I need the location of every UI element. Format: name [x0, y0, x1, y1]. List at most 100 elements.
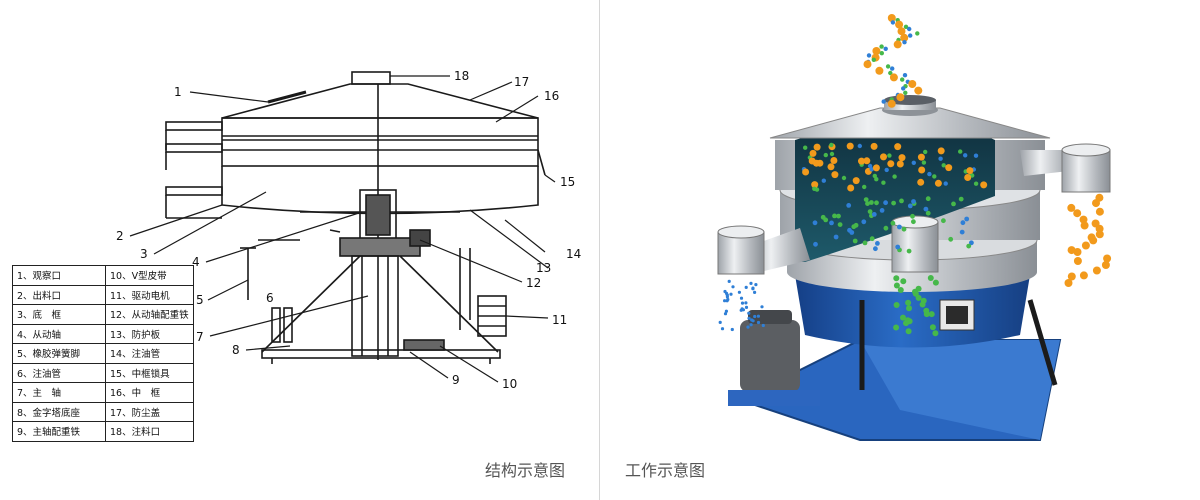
particle [938, 156, 943, 161]
particle [958, 196, 964, 202]
particle [903, 90, 908, 96]
particle [739, 308, 743, 312]
particle [756, 314, 760, 318]
particle [1092, 199, 1100, 208]
particle [966, 243, 972, 249]
particle [958, 149, 963, 154]
legend-cell: 11、驱动电机 [105, 284, 194, 305]
particle [829, 220, 834, 226]
callout-4: 4 [192, 255, 200, 269]
particle [1079, 271, 1088, 280]
particle [724, 309, 728, 313]
particle [879, 51, 884, 56]
particle [812, 186, 817, 191]
particle [872, 164, 880, 172]
callout-1: 1 [174, 85, 182, 99]
panel-divider [599, 0, 600, 500]
dust-cover [769, 107, 1051, 139]
legend-cell: 9、主轴配重铁 [12, 421, 106, 442]
particle [847, 184, 855, 192]
particle [723, 312, 728, 316]
particle [747, 316, 751, 320]
particle [739, 296, 744, 300]
callout-11: 11 [552, 313, 567, 327]
particle [872, 47, 881, 55]
particle [1095, 230, 1104, 239]
particle [893, 275, 900, 282]
particle [1095, 224, 1104, 233]
particle [1101, 261, 1110, 269]
feed-inlet [351, 71, 391, 85]
particle [901, 86, 906, 91]
particle [823, 217, 829, 223]
particle [863, 60, 872, 69]
particle [887, 160, 895, 168]
particle [831, 171, 839, 179]
particle [1064, 279, 1073, 287]
particle [893, 40, 902, 49]
particle [813, 143, 821, 151]
legend-cell: 8、金字塔底座 [12, 401, 106, 422]
callout-6: 6 [266, 291, 274, 305]
legend-cell: 3、底 框 [12, 304, 106, 325]
particle [890, 220, 896, 226]
legend-cell: 6、注油管 [12, 362, 106, 383]
particle [803, 145, 808, 150]
particle [869, 236, 875, 242]
particle [871, 212, 877, 217]
particle [737, 290, 741, 294]
particle [1067, 203, 1076, 212]
particle [720, 327, 725, 331]
particle [1095, 207, 1104, 216]
particle [887, 99, 896, 108]
particle [871, 57, 876, 62]
particle [747, 311, 751, 315]
particle [761, 323, 765, 328]
particle [879, 208, 885, 213]
particle [932, 174, 937, 179]
particle [841, 175, 847, 181]
particle [887, 153, 892, 158]
particle [760, 305, 764, 309]
particle [881, 180, 886, 185]
particle [919, 301, 926, 308]
sieve-interior-cutaway [795, 112, 995, 262]
callout-13: 13 [536, 261, 551, 275]
particle [754, 283, 758, 287]
callout-5: 5 [196, 293, 204, 307]
callout-7: 7 [196, 330, 204, 344]
particle [897, 27, 906, 36]
particle [731, 285, 735, 289]
particle [914, 86, 923, 95]
particle [881, 99, 886, 104]
particle [744, 305, 749, 309]
particle [749, 281, 753, 285]
particle [809, 149, 817, 157]
particle [941, 163, 946, 168]
particle [862, 240, 868, 246]
particle [853, 222, 859, 228]
callout-9: 9 [452, 373, 460, 387]
legend-cell: 1、观察口 [12, 265, 106, 286]
particle [888, 70, 893, 76]
particle [883, 46, 888, 51]
particle [751, 287, 755, 291]
particle [918, 166, 926, 174]
particle [740, 301, 745, 305]
particle [963, 153, 968, 158]
working-illustration [717, 14, 1112, 441]
particle [885, 64, 891, 69]
particle [756, 320, 761, 325]
particle [753, 314, 757, 319]
legend-cell: 17、防尘盖 [105, 401, 194, 422]
particle [928, 311, 935, 318]
particle [1073, 209, 1082, 218]
particle [1092, 266, 1101, 275]
particle [923, 311, 930, 318]
particle [932, 330, 939, 337]
callout-16: 16 [544, 89, 559, 103]
legend-cell: 5、橡胶弹簧脚 [12, 343, 106, 364]
legend-cell: 10、V型皮带 [105, 265, 194, 286]
